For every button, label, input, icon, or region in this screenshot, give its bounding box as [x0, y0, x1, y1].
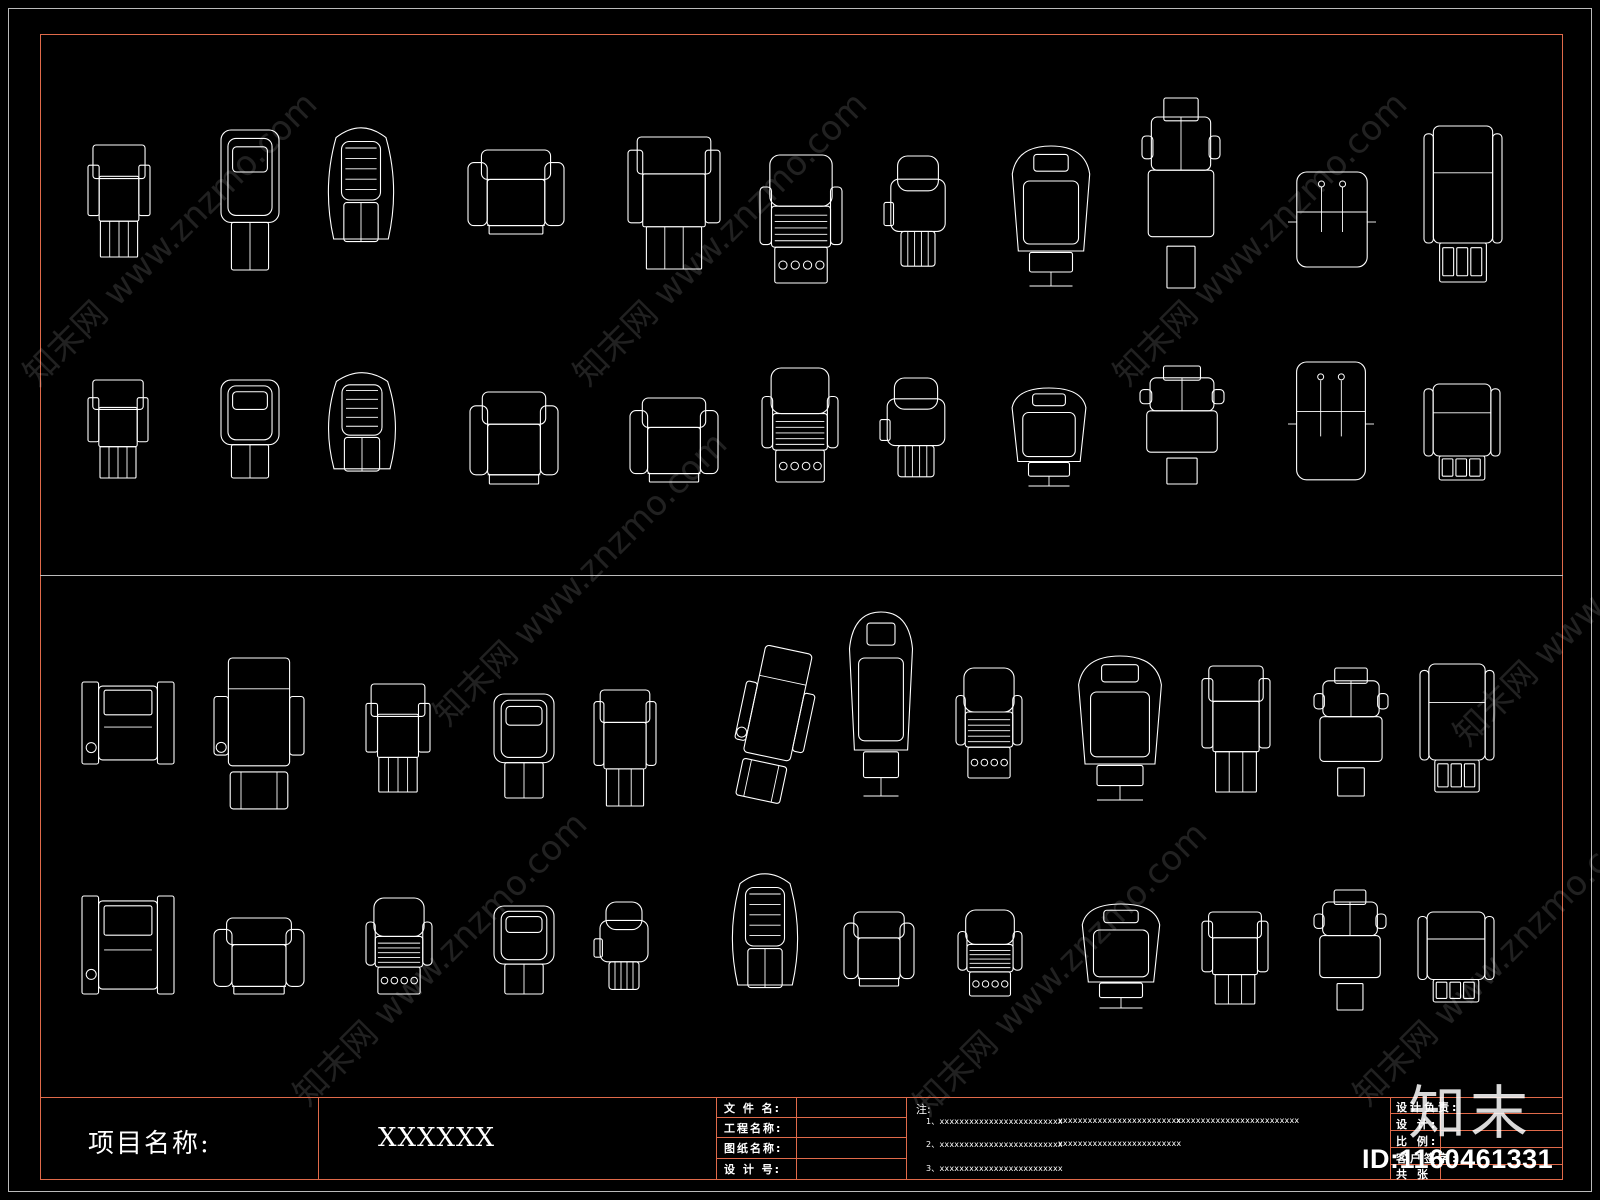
massage-chair-block [220, 379, 280, 479]
massage-chair-block [365, 897, 433, 995]
outer-frame [8, 8, 1592, 1192]
massage-chair-block [365, 683, 431, 793]
massage-chair-block [1288, 171, 1376, 268]
massage-chair-block [1288, 361, 1374, 481]
massage-chair-block [955, 667, 1023, 779]
design-number-label: 设 计 号: [724, 1163, 782, 1176]
massage-chair-block [1419, 663, 1495, 793]
asset-id: ID:1160461331 [1362, 1144, 1554, 1174]
massage-chair-block [1423, 125, 1503, 283]
project-name-label: 项目名称: [88, 1129, 211, 1159]
client-signature-label: 客户签字: [1396, 1152, 1460, 1165]
section-divider [40, 575, 1563, 576]
project-title-label: 工程名称: [724, 1122, 783, 1135]
title-block-row-line [716, 1117, 906, 1118]
massage-chair-block [593, 689, 657, 807]
massage-chair-block [493, 905, 555, 995]
title-block: 项目名称: XXXXXX 文 件 名: 工程名称: 图纸名称: 设 计 号: 注… [40, 1097, 1563, 1181]
massage-chair-block [469, 391, 559, 485]
title-block-divider [1390, 1097, 1391, 1180]
massage-chair-block [1423, 383, 1501, 481]
massage-chair-block [759, 154, 843, 284]
massage-chair-block [761, 367, 839, 483]
title-block-row-line [1390, 1130, 1563, 1131]
massage-chair-block [1201, 911, 1269, 1005]
title-block-row-line [1390, 1113, 1563, 1114]
massage-chair-block [81, 681, 175, 765]
massage-chair-block [213, 657, 305, 810]
title-block-divider [1440, 1097, 1441, 1180]
massage-chair-block [1078, 655, 1162, 801]
massage-chair-block [1313, 667, 1389, 797]
massage-chair-block [957, 909, 1023, 997]
massage-chair-block [848, 611, 914, 797]
title-block-top-line [40, 1097, 1563, 1098]
site-logo: 知末 [1408, 1079, 1533, 1147]
title-block-row-line [716, 1137, 906, 1138]
title-block-divider [318, 1097, 319, 1180]
note-line: 1、xxxxxxxxxxxxxxxxxxxxxxxxx [926, 1117, 1063, 1126]
massage-chair-block [87, 144, 151, 258]
note-line: 2、xxxxxxxxxxxxxxxxxxxxxxxxx [926, 1140, 1063, 1149]
title-block-row-line [1390, 1164, 1563, 1165]
massage-chair-block [1011, 387, 1087, 487]
massage-chair-block [81, 895, 175, 995]
sheet-count-label: 共 张 [1396, 1168, 1431, 1181]
massage-chair-block [883, 155, 946, 267]
notes-title: 注: [916, 1103, 931, 1116]
title-block-row-line [1390, 1147, 1563, 1148]
massage-chair-block [467, 149, 565, 235]
note-line: xxxxxxxxxxxxxxxxxxxxxxxxx [1058, 1139, 1182, 1148]
massage-chair-block [879, 377, 946, 478]
designer-label: 设 计: [1396, 1118, 1439, 1131]
massage-chair-block [87, 379, 149, 479]
note-line: xxxxxxxxxxxxxxxxxxxxxxxxx [1058, 1116, 1182, 1125]
massage-chair-block [493, 693, 555, 799]
massage-chair-block [328, 372, 396, 472]
massage-chair-block [1141, 97, 1221, 289]
massage-chair-block [1139, 365, 1225, 485]
title-block-divider [716, 1097, 717, 1180]
massage-chair-block [213, 917, 305, 995]
massage-chair-block [593, 901, 649, 990]
massage-chair-block [1081, 903, 1161, 1009]
scale-label: 比 例: [1396, 1135, 1439, 1148]
massage-chair-block [1201, 665, 1271, 793]
massage-chair-block [627, 136, 721, 270]
massage-chair-block [1417, 911, 1495, 1003]
title-block-row-line [716, 1158, 906, 1159]
project-name-value: XXXXXX [378, 1123, 496, 1153]
massage-chair-block [1313, 889, 1387, 1011]
massage-chair-block [843, 911, 915, 987]
massage-chair-block [220, 129, 280, 271]
massage-chair-block [1011, 145, 1091, 287]
note-line: 3、xxxxxxxxxxxxxxxxxxxxxxxxx [926, 1164, 1063, 1173]
massage-chair-block [629, 397, 719, 483]
file-name-label: 文 件 名: [724, 1102, 782, 1115]
note-line: xxxxxxxxxxxxxxxxxxxxxxxxx [1176, 1116, 1300, 1125]
massage-chair-block [327, 127, 395, 243]
title-block-divider [796, 1097, 797, 1180]
drawing-border [40, 34, 1563, 1180]
drawing-title-label: 图纸名称: [724, 1142, 783, 1155]
massage-chair-block [734, 644, 816, 804]
title-block-divider [906, 1097, 907, 1180]
massage-chair-block [731, 873, 799, 989]
design-lead-label: 设计负责: [1396, 1101, 1460, 1114]
